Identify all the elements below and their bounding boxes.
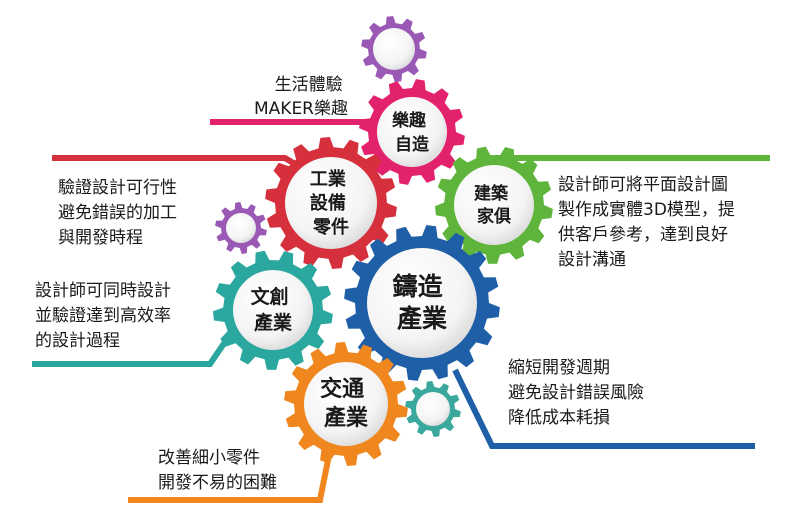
- descriptions: 生活體驗 MAKER樂趣 驗證設計可行性 避免錯誤的加工 與開發時程 設計師可將…: [35, 75, 740, 493]
- desc-casting: 縮短開發週期 避免設計錯誤風險 降低成本耗損: [508, 358, 649, 428]
- desc-architecture: 設計師可將平面設計圖 製作成實體3D模型，提 供客戶參考，達到良好 設計溝通: [558, 175, 740, 270]
- teal-small-gear-face: [416, 392, 450, 426]
- gear-architecture: [435, 146, 553, 264]
- gear-labels: 樂趣 自造 工業 設備 零件 建築 家俱 文創 產業 鑄造 產業 交通: [251, 110, 514, 431]
- purple-small-gear: [361, 16, 427, 82]
- gear-architecture-label: 建築 家俱: [474, 183, 514, 227]
- gear-transport-label: 交通 產業: [320, 376, 372, 431]
- connector-casting: [452, 368, 755, 449]
- gear-casting: [344, 225, 500, 381]
- gear-maker: [359, 79, 465, 185]
- gear-transport-face: [304, 362, 388, 446]
- gear-architecture-face: [454, 165, 534, 245]
- purple-left-gear-face: [226, 213, 256, 243]
- gear-cultural-face: [233, 270, 313, 350]
- gear-transport: [284, 342, 408, 466]
- connector-industrial: [52, 155, 307, 173]
- desc-transport: 改善細小零件 開發不易的困難: [158, 448, 277, 493]
- teal-small-gear: [405, 381, 461, 437]
- gear-cultural-label: 文創 產業: [251, 285, 296, 334]
- gear-industrial-label: 工業 設備 零件: [310, 168, 352, 238]
- gear-maker-face: [377, 97, 447, 167]
- gear-industrial-face: [285, 157, 377, 249]
- desc-cultural: 設計師可同時設計 並驗證達到高效率 的設計過程: [35, 281, 176, 351]
- desc-industrial: 驗證設計可行性 避免錯誤的加工 與開發時程: [58, 178, 182, 248]
- purple-left-gear: [215, 202, 267, 254]
- gear-casting-label: 鑄造 產業: [392, 272, 452, 333]
- gear-maker-label: 樂趣 自造: [392, 110, 432, 155]
- gear-industrial: [265, 137, 397, 269]
- desc-maker: 生活體驗 MAKER樂趣: [254, 75, 348, 119]
- gear-casting-face: [367, 248, 477, 358]
- purple-small-gear-face: [373, 28, 415, 70]
- gears: [213, 16, 553, 466]
- gear-cultural: [213, 250, 333, 370]
- connector-transport: [128, 449, 333, 503]
